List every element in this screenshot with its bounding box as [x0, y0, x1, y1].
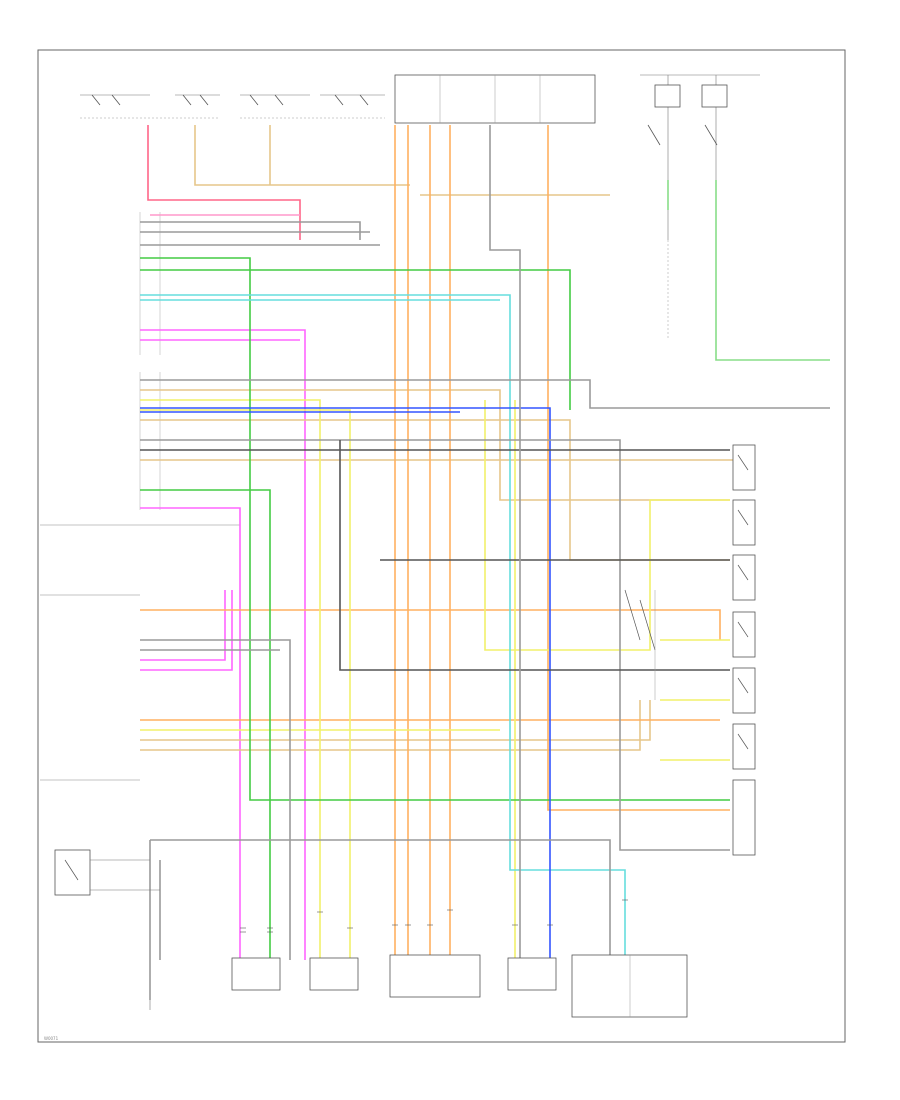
wire-gray-4: [140, 379, 830, 409]
component-right-1: [732, 444, 756, 491]
component-right-7: [732, 779, 756, 856]
component-bottom-1: [231, 957, 281, 991]
top-switch-block-mid: [240, 94, 385, 119]
wire-magenta-4: [140, 590, 226, 661]
wire-red-1: [147, 125, 301, 240]
right-component-stack: [732, 444, 756, 856]
wire-blue-1: [140, 407, 551, 960]
diagram-footer-code: W0071: [44, 1036, 59, 1041]
left-connector-rows-upper: [139, 212, 161, 510]
component-bottom-5: [571, 954, 688, 1018]
terminal-marks: [240, 899, 628, 933]
wire-magenta-1: [140, 329, 306, 960]
component-bottom-4: [507, 957, 557, 991]
wire-yellow-1: [140, 399, 321, 960]
component-bottom-3: [389, 954, 481, 998]
diagram-frame: [37, 49, 846, 1043]
wire-gray-5: [140, 439, 730, 851]
component-right-2: [732, 499, 756, 546]
wire-tan-1: [194, 125, 410, 186]
component-right-6: [732, 723, 756, 770]
wire-magenta-3: [140, 507, 241, 960]
wire-yellow-3: [484, 400, 730, 651]
wire-light-green-1: [715, 180, 830, 361]
wire-orange-6: [140, 609, 721, 640]
wire-tan-8: [140, 700, 641, 751]
wire-cyan-1: [140, 294, 626, 960]
middle-switch-group: [624, 589, 656, 700]
wire-green-3: [140, 489, 271, 960]
wire-tan-7: [140, 700, 651, 741]
component-right-5: [732, 667, 756, 714]
component-right-3: [732, 554, 756, 601]
component-bottom-left: [54, 849, 91, 896]
wire-gray-8: [150, 839, 611, 960]
fuse-relay-block-right: [640, 74, 760, 360]
component-right-4: [732, 611, 756, 658]
wire-green-1: [140, 257, 730, 801]
component-bottom-2: [309, 957, 359, 991]
wire-gray-6: [140, 639, 291, 960]
wire-orange-5: [547, 125, 730, 811]
wire-gray-1: [140, 221, 361, 240]
wire-green-2: [140, 269, 571, 410]
top-switch-block-left: [80, 94, 220, 119]
wire-yellow-2: [140, 409, 351, 960]
wire-magenta-5: [140, 590, 233, 671]
wire-gray-11: [489, 125, 521, 960]
wire-tan-4: [140, 389, 730, 501]
wire-dark-gray-2: [339, 440, 730, 671]
